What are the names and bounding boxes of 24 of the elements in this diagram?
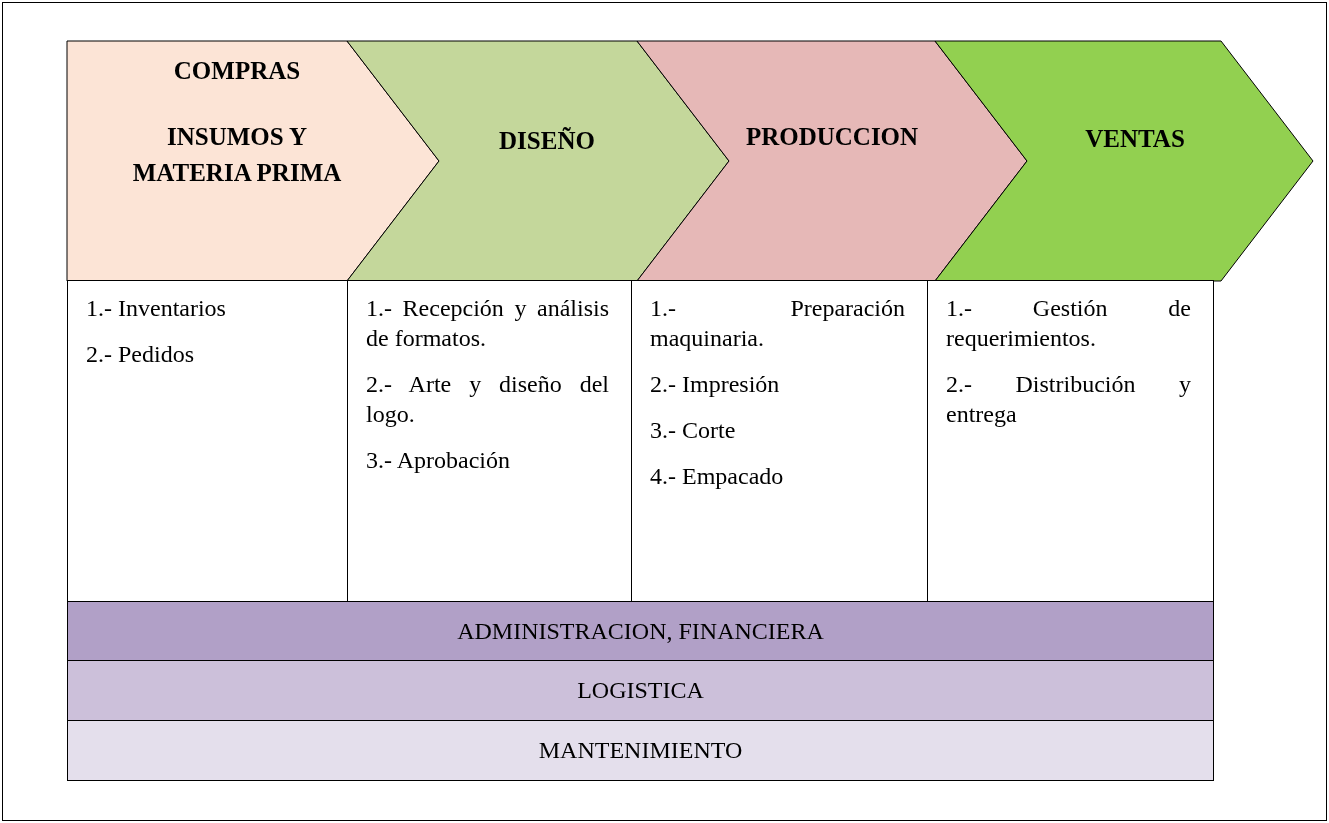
stage-heading: DISEÑO [498, 126, 596, 156]
activity-item: 1.- Preparación maquinaria. [650, 294, 905, 353]
activity-item: 3.- Corte [650, 416, 737, 445]
band-label: ADMINISTRACION, FINANCIERA [457, 618, 824, 645]
band-label: MANTENIMIENTO [538, 737, 743, 764]
stage-heading: INSUMOS Y MATERIA PRIMA [131, 122, 343, 189]
activity-item: 2.- Arte y diseño del logo. [366, 370, 609, 429]
activity-item: 1.- Recepción y análisis de formatos. [366, 294, 609, 353]
band-label: LOGISTICA [577, 677, 704, 704]
stage-heading: COMPRAS [172, 56, 302, 86]
activity-item: 4.- Empacado [650, 462, 785, 491]
stage-heading: VENTAS [1084, 124, 1186, 154]
activity-item: 1.- Gestión de requerimientos. [946, 294, 1191, 353]
activity-item: 1.- Inventarios [86, 294, 227, 323]
support-band [67, 601, 1214, 662]
support-band [67, 720, 1214, 781]
activity-item: 3.- Aprobación [366, 446, 511, 475]
activity-item: 2.- Impresión [650, 370, 781, 399]
activity-column [67, 280, 348, 602]
activity-item: 2.- Distribución y entrega [946, 370, 1191, 429]
stage-heading: PRODUCCION [744, 122, 920, 152]
activity-column [927, 280, 1214, 602]
activity-item: 2.- Pedidos [86, 340, 195, 369]
support-band [67, 660, 1214, 721]
